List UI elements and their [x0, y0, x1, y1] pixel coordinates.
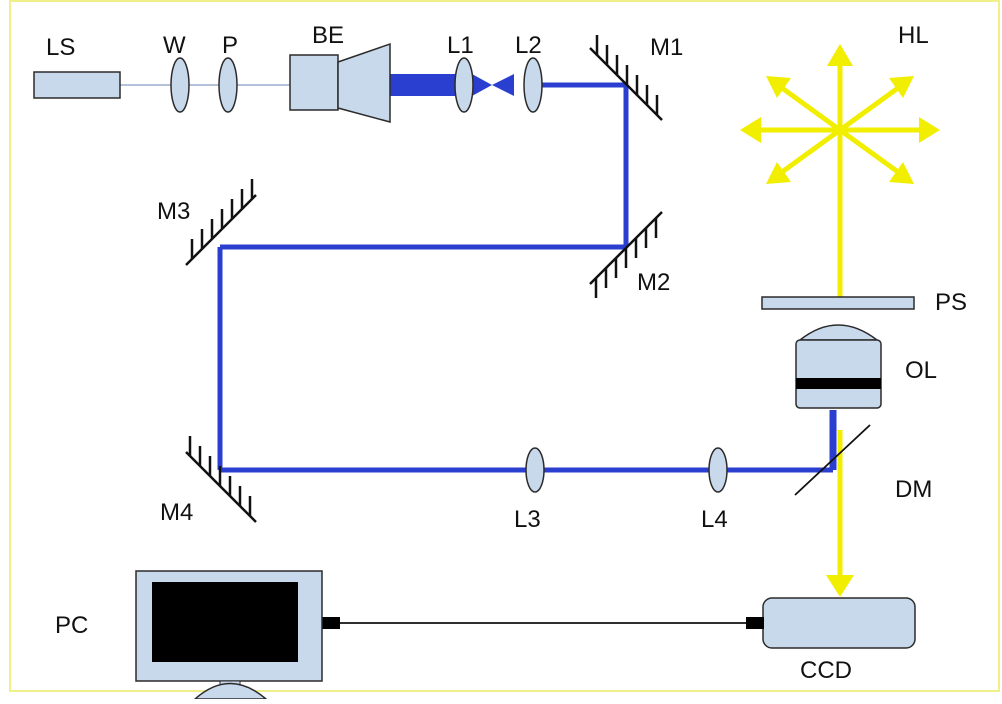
laser-beam-path [217, 74, 837, 473]
pc-stand [193, 682, 269, 700]
mirror-m2 [589, 211, 663, 298]
pc-screen [152, 582, 298, 662]
label-m4: M4 [160, 499, 193, 526]
lens-l4 [708, 447, 728, 493]
halogen-lamp-rays [740, 44, 940, 184]
lens-l3 [525, 447, 545, 493]
label-hl: HL [898, 22, 929, 49]
light-arrowhead-ccd [826, 575, 854, 597]
label-w: W [163, 32, 186, 59]
label-m3: M3 [157, 198, 190, 225]
label-l4: L4 [701, 506, 728, 533]
waveplate-w [170, 57, 190, 113]
pc-connector [322, 617, 340, 629]
beam-focus-left [472, 74, 492, 96]
label-l3: L3 [514, 506, 541, 533]
expanded-beam [390, 74, 456, 96]
label-ccd: CCD [800, 657, 852, 684]
dichroic-mirror [794, 424, 871, 496]
ccd-connector [746, 617, 764, 629]
label-ls: LS [46, 34, 75, 61]
beam-expander [289, 42, 391, 123]
mirror-m1 [589, 35, 663, 121]
label-l2: L2 [515, 32, 542, 59]
label-l1: L1 [447, 32, 474, 59]
label-m2: M2 [637, 269, 670, 296]
label-pc: PC [55, 612, 88, 639]
label-be: BE [312, 22, 344, 49]
label-ps: PS [935, 289, 967, 316]
lens-l1 [454, 57, 474, 113]
label-p: P [222, 32, 238, 59]
sample-plate [761, 296, 915, 310]
beam-focus-right [492, 74, 514, 96]
mirror-m4 [185, 436, 257, 523]
objective-lens [795, 324, 882, 409]
mirror-m3 [185, 179, 257, 266]
label-dm: DM [895, 476, 932, 503]
laser-source [33, 71, 121, 99]
ccd-camera [762, 597, 916, 649]
polarizer-p [218, 57, 238, 113]
label-m1: M1 [650, 34, 683, 61]
pc-monitor [135, 570, 323, 700]
lens-l2 [523, 57, 543, 113]
label-ol: OL [905, 357, 937, 384]
frame-border [9, 0, 1000, 692]
